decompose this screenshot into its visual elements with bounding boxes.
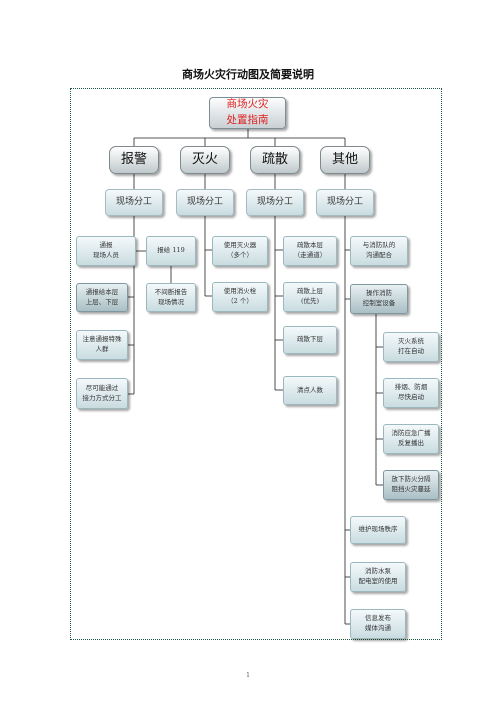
maintain-order: 维护现场秩序 (350, 516, 406, 544)
use-hydrant: 使用消火栓 （2 个） (212, 282, 268, 312)
category-extinguish: 灭火 (180, 146, 230, 174)
field-division-extinguish: 现场分工 (176, 189, 234, 216)
root-line-2: 处置指南 (226, 114, 269, 126)
category-other: 其他 (320, 146, 370, 174)
relay-division: 尽可能通过 接力方式分工 (76, 378, 128, 409)
media-communication: 信息发布 媒体沟通 (350, 609, 406, 639)
field-division-evacuate: 现场分工 (246, 189, 304, 216)
notify-special-groups: 注意通报特殊 人群 (76, 330, 128, 360)
call-119: 报给 119 (146, 236, 196, 266)
emergency-broadcast: 消防应急广播 反复播出 (383, 424, 439, 454)
field-division-other: 现场分工 (316, 189, 374, 216)
evacuate-lower-floor: 疏散下层 (283, 326, 337, 354)
use-extinguisher: 使用灭火器 （多个） (212, 236, 268, 266)
pump-power-room: 消防水泵 配电室的使用 (350, 562, 406, 592)
diagram-frame (70, 88, 442, 640)
fire-partition-lowering: 放下防火分隔 阻挡火灾蔓延 (383, 470, 439, 500)
notify-staff: 通报 现场人员 (76, 236, 136, 266)
category-evacuate: 疏散 (250, 146, 300, 174)
notify-floors: 通报给本层 上层、下层 (76, 283, 128, 312)
extinguish-system-auto: 灭火系统 打在自动 (383, 332, 439, 362)
headcount: 清点人数 (283, 376, 337, 405)
category-alarm: 报警 (109, 146, 159, 174)
page-title: 商场火灾行动图及简要说明 (182, 68, 314, 81)
evacuate-upper-floor: 疏散上层 (优先) (283, 282, 337, 312)
keep-reporting: 不间断报告 现场情况 (146, 283, 196, 312)
control-room-equipment: 操作消防 控制室设备 (350, 284, 408, 314)
page-number: 1 (246, 672, 250, 679)
smoke-exhaust-start: 排烟、防烟 尽快启动 (383, 378, 439, 408)
evacuate-same-floor: 疏散本层 （走通道） (283, 236, 337, 266)
field-division-alarm: 现场分工 (105, 189, 163, 216)
root-node: 商场火灾 处置指南 (209, 97, 286, 129)
fire-brigade-coordination: 与消防队的 沟通配合 (350, 236, 408, 266)
root-line-1: 商场火灾 (226, 98, 269, 111)
